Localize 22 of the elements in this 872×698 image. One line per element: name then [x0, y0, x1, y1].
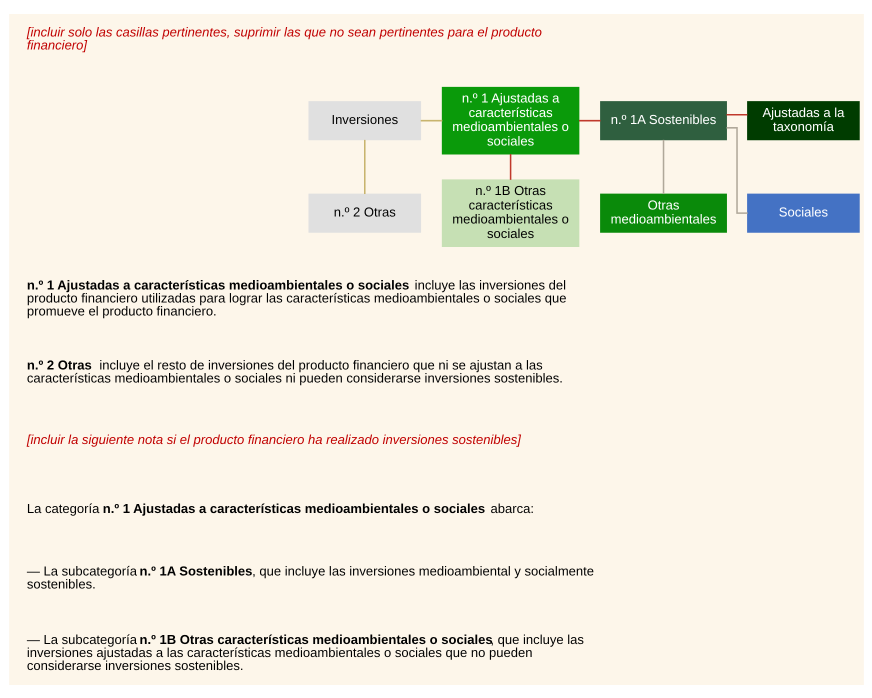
node-box: Sociales [746, 193, 860, 232]
label: n.º 2 Otras incluye el resto de inversiones del producto financiero que ni se ajustan a las características medioambientales o sociales ni pueden considerarse inversiones sostenibles. [26, 356, 562, 385]
node-box: n.º 1A Sostenibles [600, 100, 726, 140]
connector [726, 114, 747, 116]
node-box: Ajustadas a la taxonomía [746, 100, 860, 140]
connector [662, 139, 664, 194]
label: n.º 1 Ajustadas a características medioambientales o sociales incluye las inversiones del producto financiero utilizadas para lograr las características medioambientales o sociales que promueve el producto financiero. [26, 276, 566, 318]
node-box: n.º 1 Ajustadas a características medioambientales o sociales [441, 86, 579, 154]
node-box: Otras medioambientales [600, 193, 726, 232]
label: [incluir la siguiente nota si el producto financiero ha realizado inversiones sostenibles] [26, 432, 520, 447]
label: [incluir solo las casillas pertinentes, suprimir las que no sean pertinentes para el producto financiero] [26, 24, 542, 52]
node-box: n.º 1B Otras características medioambientales o sociales [441, 178, 579, 246]
label: La categoría n.º 1 Ajustadas a características medioambientales o sociales abarca: [26, 500, 534, 516]
connector [364, 139, 366, 194]
connector [726, 126, 748, 214]
connector [420, 119, 442, 121]
connector [509, 154, 511, 180]
label: — La subcategoría n.º 1A Sostenibles, que incluye las inversiones medioambiental y socialmente sostenibles. [26, 563, 594, 592]
connector [578, 119, 600, 121]
node-box: n.º 2 Otras [308, 193, 421, 232]
node-box: Inversiones [308, 100, 421, 140]
label: — La subcategoría n.º 1B Otras características medioambientales o sociales, que incluye las inversiones ajustadas a las características medioambientales o sociales que no pueden considerarse inversiones sostenibles. [26, 631, 584, 672]
